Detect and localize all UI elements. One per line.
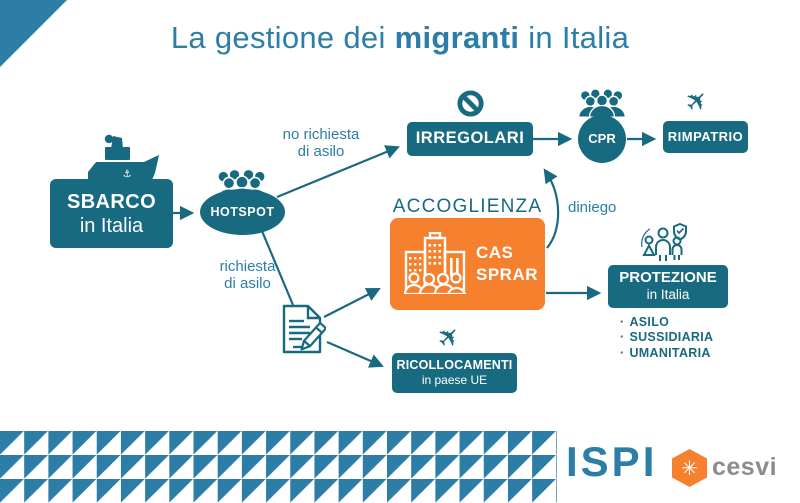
node-sbarco: SBARCO in Italia bbox=[50, 179, 173, 248]
node-label: IRREGOLARI bbox=[415, 129, 525, 148]
cesvi-star-glyph: ✳ bbox=[681, 456, 698, 480]
node-label: RIMPATRIO bbox=[667, 129, 744, 145]
node-label-group: CAS SPRAR bbox=[476, 218, 538, 310]
list-item-label: SUSSIDIARIA bbox=[629, 330, 714, 345]
node-hotspot: HOTSPOT bbox=[200, 189, 285, 235]
node-label: SPRAR bbox=[476, 265, 539, 284]
node-rimpatrio: RIMPATRIO bbox=[663, 121, 748, 153]
list-item: · SUSSIDIARIA bbox=[620, 330, 713, 346]
edge-label-no-richiesta: no richiesta di asilo bbox=[262, 126, 380, 160]
edge-label-line: di asilo bbox=[224, 274, 271, 292]
title-part: in Italia bbox=[519, 20, 630, 55]
ship-icon: ⚓ bbox=[82, 133, 160, 186]
node-protezione: PROTEZIONE in Italia bbox=[608, 265, 728, 308]
anchor-glyph: ⚓ bbox=[123, 169, 132, 180]
node-sublabel: in Italia bbox=[79, 214, 144, 237]
crowd-icon bbox=[577, 88, 627, 123]
edge-label-diniego: diniego bbox=[568, 199, 617, 216]
list-item-label: ASILO bbox=[629, 314, 670, 329]
list-item: · UMANITARIA bbox=[620, 345, 713, 361]
cesvi-logo: cesvi bbox=[712, 453, 778, 481]
node-sublabel: in paese UE bbox=[421, 373, 488, 388]
triangle-pattern-band bbox=[0, 431, 557, 503]
page-title: La gestione dei migranti in Italia bbox=[0, 20, 800, 56]
accoglienza-label: ACCOGLIENZA bbox=[392, 196, 543, 217]
cesvi-hexagon-icon: ✳ bbox=[672, 449, 707, 487]
node-cpr: CPR bbox=[578, 115, 626, 163]
edge-label-line: no richiesta bbox=[282, 126, 360, 143]
node-irregolari: IRREGOLARI bbox=[407, 122, 533, 156]
node-label: SBARCO bbox=[66, 190, 157, 213]
plane-icon: ✈ bbox=[430, 318, 469, 357]
node-label: CAS bbox=[476, 242, 514, 262]
node-label: HOTSPOT bbox=[210, 204, 275, 219]
node-label: CPR bbox=[588, 131, 616, 147]
building-people-icon bbox=[402, 231, 468, 299]
list-item: · ASILO bbox=[620, 314, 713, 330]
bullet-dot: · bbox=[620, 330, 625, 345]
edge-label-line: richiesta bbox=[219, 258, 276, 275]
node-label: RICOLLOCAMENTI bbox=[396, 358, 513, 373]
bullet-dot: · bbox=[620, 345, 625, 360]
no-entry-icon bbox=[456, 89, 485, 123]
node-label: PROTEZIONE bbox=[619, 269, 717, 287]
document-pen-icon bbox=[280, 303, 328, 360]
bullet-dot: · bbox=[620, 314, 625, 329]
node-sublabel: in Italia bbox=[646, 287, 690, 303]
edge-label-line: di asilo bbox=[297, 142, 345, 160]
family-shield-icon bbox=[636, 221, 692, 270]
list-item-label: UMANITARIA bbox=[629, 345, 711, 360]
title-part: La gestione dei bbox=[170, 20, 395, 55]
node-cas-sprar: CAS SPRAR bbox=[390, 218, 545, 310]
protection-types-list: · ASILO · SUSSIDIARIA · UMANITARIA bbox=[620, 314, 713, 361]
title-bold-part: migranti bbox=[394, 20, 520, 55]
plane-icon: ✈ bbox=[678, 82, 717, 121]
node-ricollocamenti: RICOLLOCAMENTI in paese UE bbox=[392, 353, 517, 393]
ispi-logo: ISPI bbox=[566, 438, 658, 485]
edge-label-richiesta: richiesta di asilo bbox=[190, 258, 305, 292]
